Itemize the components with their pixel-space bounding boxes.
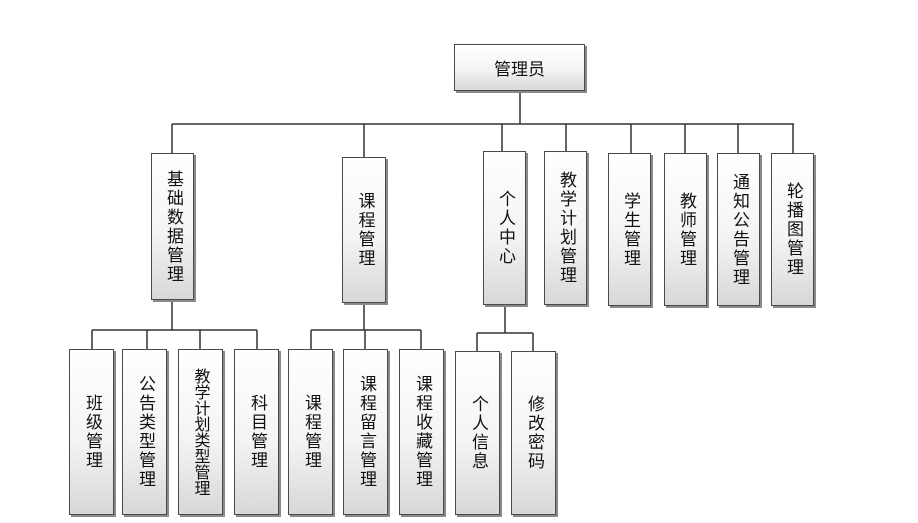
node-personal-center: 个人中心 <box>483 151 526 305</box>
node-basic-data-label: 基础数据管理 <box>163 169 183 284</box>
node-change-password: 修改密码 <box>511 351 556 515</box>
node-plan-type-label: 教学计划类型管理 <box>191 368 211 496</box>
node-personal-info: 个人信息 <box>455 351 500 515</box>
node-course-message: 课程留言管理 <box>343 349 388 515</box>
node-personal-center-label: 个人中心 <box>495 190 515 266</box>
node-notice-type: 公告类型管理 <box>122 349 167 515</box>
node-class-mgmt-label: 班级管理 <box>82 394 102 470</box>
node-root: 管理员 <box>454 44 585 91</box>
node-course-message-label: 课程留言管理 <box>356 375 376 489</box>
node-course: 课程管理 <box>342 157 386 303</box>
node-student: 学生管理 <box>608 153 651 306</box>
node-root-label: 管理员 <box>494 60 545 80</box>
node-notice: 通知公告管理 <box>717 153 760 306</box>
node-course-favorite: 课程收藏管理 <box>399 349 444 515</box>
node-course-sub-label: 课程管理 <box>301 394 321 470</box>
node-carousel-label: 轮播图管理 <box>783 182 803 277</box>
node-subject-label: 科目管理 <box>247 394 267 470</box>
node-personal-info-label: 个人信息 <box>468 395 488 471</box>
node-basic-data: 基础数据管理 <box>151 153 194 300</box>
node-notice-label: 通知公告管理 <box>729 172 749 287</box>
node-notice-type-label: 公告类型管理 <box>135 375 155 489</box>
node-teacher: 教师管理 <box>664 153 707 306</box>
node-teaching-plan-label: 教学计划管理 <box>556 171 576 285</box>
node-carousel: 轮播图管理 <box>771 153 814 306</box>
node-plan-type: 教学计划类型管理 <box>178 349 223 515</box>
node-course-favorite-label: 课程收藏管理 <box>412 375 432 489</box>
node-student-label: 学生管理 <box>620 191 640 268</box>
node-teacher-label: 教师管理 <box>676 191 696 268</box>
node-teaching-plan: 教学计划管理 <box>544 151 587 305</box>
node-change-password-label: 修改密码 <box>524 395 544 471</box>
node-course-sub: 课程管理 <box>288 349 333 515</box>
node-class-mgmt: 班级管理 <box>69 349 114 515</box>
node-course-label: 课程管理 <box>354 192 375 268</box>
node-subject: 科目管理 <box>234 349 279 515</box>
